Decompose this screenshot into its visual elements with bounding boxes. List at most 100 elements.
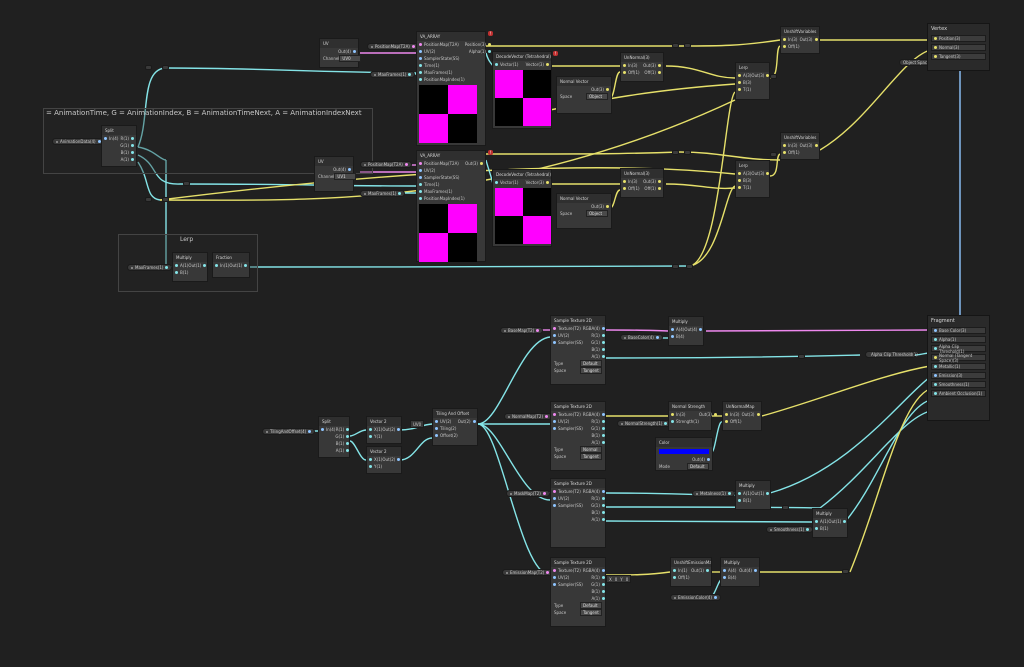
redirect-node[interactable]: [145, 197, 152, 202]
property-alpha-clip[interactable]: Alpha Clip Threshold(1): [865, 351, 918, 358]
redirect-node[interactable]: [672, 264, 679, 269]
type-dropdown[interactable]: Default: [580, 360, 602, 367]
property-animation-data[interactable]: AnimationData(4): [52, 138, 105, 145]
property-smoothness[interactable]: Smoothness(1): [766, 526, 814, 533]
unshift-variables-node-1[interactable]: UnshiftVariables In(3)Off(1)Out(3): [780, 26, 820, 54]
redirect-node[interactable]: [672, 43, 679, 48]
unnormal-node-1[interactable]: UnNormal(3) In(3)Off(1) Out(3)Off(1): [620, 52, 664, 82]
type-dropdown[interactable]: Default: [580, 602, 602, 609]
sample-texture-node-1[interactable]: Sample Texture 2D Texture(T2)UV(2)Sample…: [550, 315, 606, 385]
multiply-node-lerp[interactable]: Multiply A(1)B(1)Out(1): [172, 252, 208, 282]
lerp-node-2[interactable]: Lerp A(3)B(3)T(1) Out(3): [735, 160, 770, 198]
node-title: Multiply: [173, 253, 207, 262]
node-title: Multiply: [669, 317, 703, 326]
wire: [665, 65, 736, 79]
redirect-node[interactable]: [798, 354, 805, 359]
multiply-node-smooth[interactable]: Multiply A(1)B(1)Out(1): [812, 508, 848, 538]
redirect-node[interactable]: [782, 505, 789, 510]
decode-vector-node-1[interactable]: DecodeVector (Tetrahedral) Vector(1)Vect…: [492, 51, 552, 129]
fragment-slot-smoothness[interactable]: Smoothness(1): [931, 381, 986, 388]
unnormal-map-node[interactable]: UnNormalMap In(3)Off(1)Out(3): [722, 401, 762, 431]
channel-dropdown[interactable]: UV1: [334, 173, 357, 180]
property-tiling-offset[interactable]: TilingAndOffset(4): [262, 428, 316, 435]
va-array-node-1[interactable]: VA_ARRAY PositionMap(T2A) UV(2) SamplerS…: [416, 31, 491, 146]
vector2-node-a[interactable]: Vector 2 X(1)Y(1)Out(2): [366, 416, 402, 444]
multiply-node-emission[interactable]: Multiply A(4)B(4)Out(4): [720, 557, 760, 587]
node-title: Vector 2: [367, 417, 401, 426]
type-dropdown[interactable]: Normal: [580, 446, 602, 453]
redirect-node[interactable]: [686, 264, 693, 269]
property-max-frames-lerp[interactable]: MaxFrames(1): [127, 264, 173, 271]
color-swatch[interactable]: [659, 449, 709, 454]
va-array-node-2[interactable]: VA_ARRAY PositionMap(T2A) UV(2) SamplerS…: [416, 150, 486, 262]
fragment-context[interactable]: Fragment Base Color(3) Alpha(1) Alpha Cl…: [927, 315, 990, 421]
warning-icon: !: [488, 31, 493, 36]
split-node[interactable]: Split In(4) R(1) G(1) B(1) A(1): [101, 125, 137, 167]
multiply-node-metal[interactable]: Multiply A(1)B(1)Out(1): [735, 480, 771, 510]
fragment-slot-ambient-occlusion[interactable]: Ambient Occlusion(1): [931, 390, 986, 397]
redirect-node[interactable]: [770, 152, 777, 157]
vertex-slot-normal[interactable]: Normal(3): [931, 44, 986, 51]
texture-preview: [419, 204, 477, 262]
property-normal-strength[interactable]: NormalStrength(1): [617, 420, 672, 427]
property-position-map-1[interactable]: PositionMap(T2A): [367, 43, 419, 50]
unshift-variables-node-2[interactable]: UnshiftVariables In(3)Off(1)Out(3): [780, 132, 820, 160]
space-dropdown[interactable]: Tangent: [580, 453, 602, 460]
space-dropdown[interactable]: Tangent: [580, 367, 602, 374]
sample-texture-node-2[interactable]: Sample Texture 2D Texture(T2)UV(2)Sample…: [550, 401, 606, 471]
tiling-offset-node[interactable]: Tiling And Offset UV(2)Tiling(2)Offset(2…: [432, 408, 478, 446]
sample-texture-node-4[interactable]: Sample Texture 2D Texture(T2)UV(2)Sample…: [550, 557, 606, 627]
uv-inline-value[interactable]: UV0: [410, 420, 425, 428]
space-dropdown[interactable]: Tangent: [580, 609, 602, 616]
property-base-color[interactable]: BaseColor(4): [620, 334, 663, 341]
fragment-slot-alpha[interactable]: Alpha(1): [931, 336, 986, 343]
fragment-slot-alpha-clip[interactable]: Alpha Clip Threshold(1): [931, 344, 986, 354]
redirect-node[interactable]: [770, 74, 777, 79]
property-max-frames-1[interactable]: MaxFrames(1): [370, 71, 416, 78]
property-normal-map[interactable]: NormalMap(T2): [504, 413, 553, 420]
fraction-node[interactable]: Fraction In(1)Out(1): [212, 252, 250, 278]
property-position-map-2[interactable]: PositionMap(T2A): [360, 161, 412, 168]
redirect-node[interactable]: [145, 65, 152, 70]
vector2-node-b[interactable]: Vector 2 X(1)Y(1)Out(2): [366, 446, 402, 474]
space-dropdown[interactable]: Object: [586, 210, 608, 217]
redirect-node[interactable]: [183, 181, 190, 186]
property-mask-map[interactable]: MaskMap(T2): [506, 490, 550, 497]
property-max-frames-2[interactable]: MaxFrames(1): [360, 190, 406, 197]
fragment-slot-normal[interactable]: Normal (Tangent Space)(3): [931, 353, 986, 363]
split-node-2[interactable]: Split In(4) R(1)G(1)B(1)A(1): [318, 416, 350, 458]
property-emission-map[interactable]: EmissionMap(T2): [502, 569, 554, 576]
split-group-title: = AnimationTime, G = AnimationIndex, B =…: [46, 109, 362, 117]
lerp-node-1[interactable]: Lerp A(3)B(3)T(1) Out(3): [735, 62, 770, 100]
unshift-emission-node[interactable]: UnshiftEmissionMap In(1)Off(1)Out(1): [670, 557, 712, 587]
unnormal-node-2[interactable]: UnNormal(3) In(3)Off(1) Out(3)Off(1): [620, 168, 664, 198]
vertex-slot-position[interactable]: Position(3): [931, 35, 986, 42]
redirect-node[interactable]: [684, 43, 691, 48]
redirect-node[interactable]: [842, 569, 849, 574]
normal-strength-node[interactable]: Normal Strength In(3)Strength(1)Out(3): [668, 401, 717, 431]
redirect-node[interactable]: [162, 65, 169, 70]
property-emission-color[interactable]: EmissionColor(4): [670, 594, 721, 601]
channel-dropdown[interactable]: UV0: [339, 55, 362, 62]
mode-dropdown[interactable]: Default: [687, 463, 709, 470]
vertex-context[interactable]: Vertex Position(3) Normal(3) Tangent(3): [927, 23, 990, 71]
fragment-slot-emission[interactable]: Emission(3): [931, 372, 986, 379]
property-metalness[interactable]: Metalness(1): [692, 490, 735, 497]
redirect-node[interactable]: [672, 150, 679, 155]
sample-texture-node-3[interactable]: Sample Texture 2D Texture(T2)UV(2)Sample…: [550, 478, 606, 548]
property-base-map[interactable]: BaseMap(T2): [500, 327, 544, 334]
fragment-slot-base-color[interactable]: Base Color(3): [931, 327, 986, 334]
space-dropdown[interactable]: Object: [586, 93, 608, 100]
decode-vector-node-2[interactable]: DecodeVector (Tetrahedral) Vector(1)Vect…: [492, 169, 552, 247]
fragment-slot-metallic[interactable]: Metallic(1): [931, 363, 986, 370]
vertex-slot-tangent[interactable]: Tangent(3): [931, 53, 986, 60]
multiply-node-base[interactable]: Multiply A(4)B(4)Out(4): [668, 316, 704, 346]
redirect-node[interactable]: [684, 150, 691, 155]
redirect-node[interactable]: [162, 197, 169, 202]
